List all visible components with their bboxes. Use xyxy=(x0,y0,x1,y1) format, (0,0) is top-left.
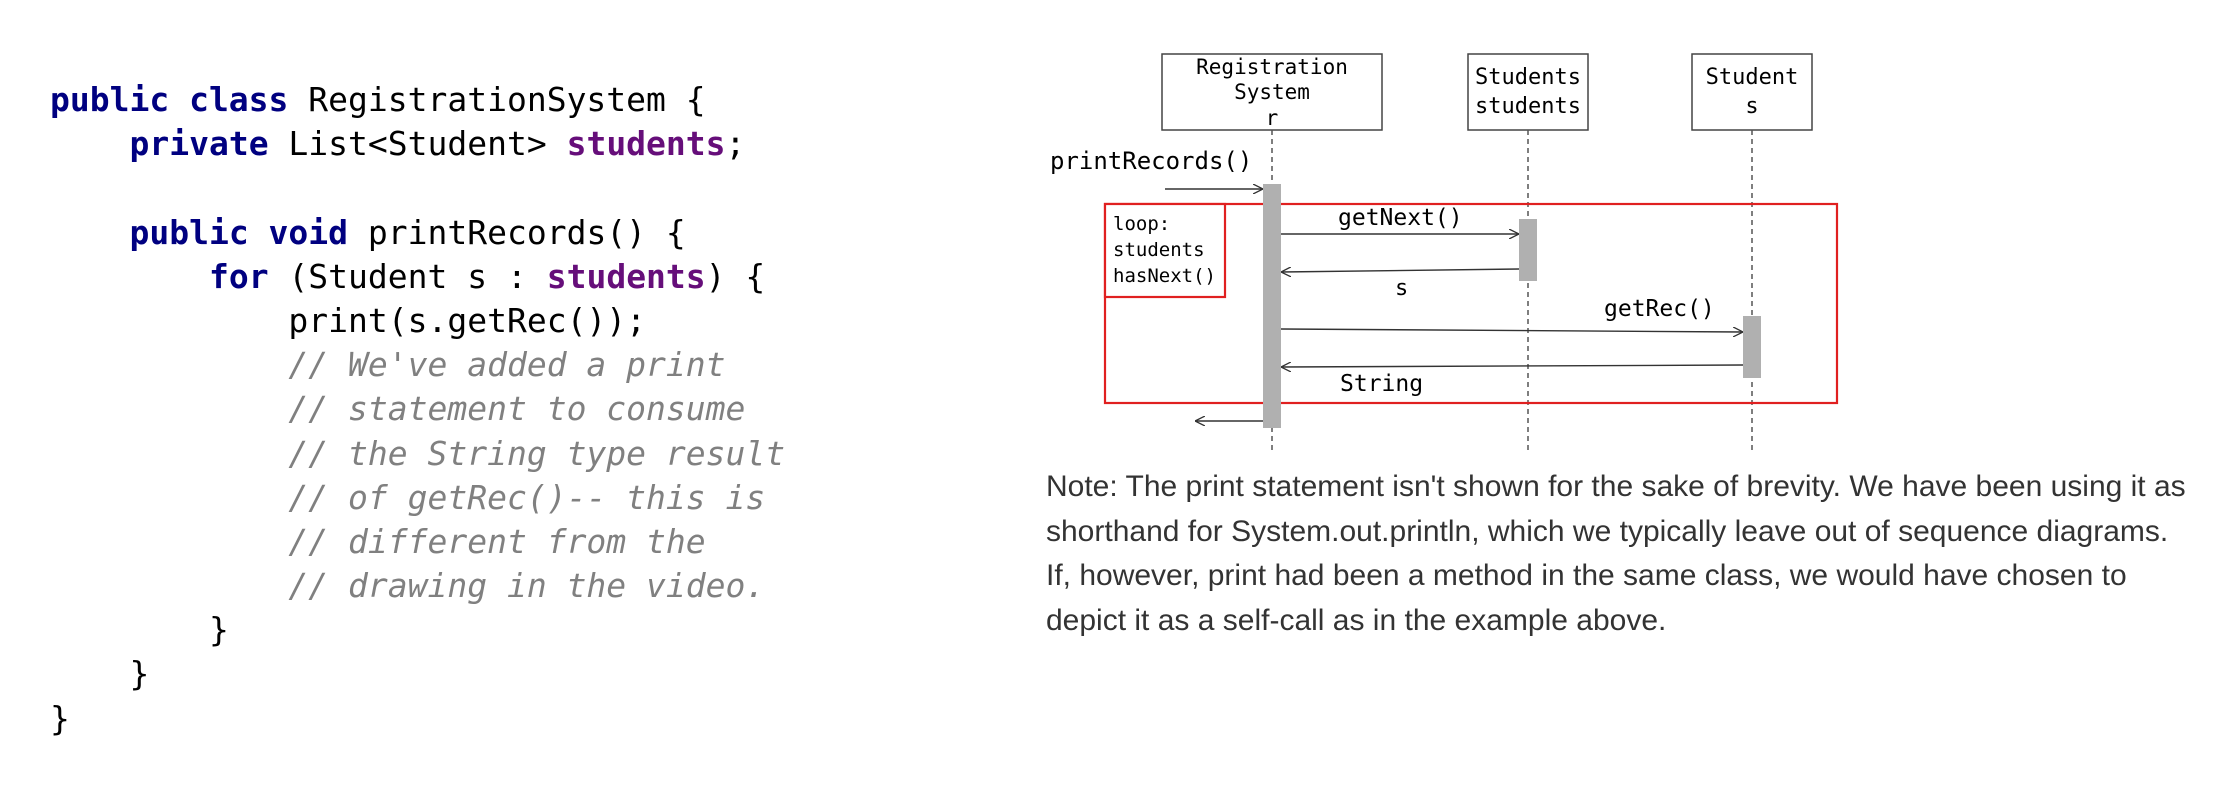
code-closing-brace: } xyxy=(50,697,785,741)
lifeline-registration-system: Registration System r xyxy=(1161,53,1383,131)
code-text: print(s.getRec()); xyxy=(288,300,647,340)
code-comment-line: // different from the xyxy=(50,520,785,564)
lifeline-class-label: Student xyxy=(1706,65,1799,90)
code-comment: // drawing in the video. xyxy=(288,566,766,606)
code-keyword: public class xyxy=(50,80,289,119)
lifeline-students-collection: Students students xyxy=(1467,53,1589,131)
code-comment: // of getRec()-- this is xyxy=(288,477,766,517)
return-label: String xyxy=(1340,371,1423,397)
code-comment: // We've added a print xyxy=(288,345,726,385)
code-text: printRecords() { xyxy=(348,212,686,252)
entry-message-label: printRecords() xyxy=(1050,147,1252,175)
code-text: } xyxy=(208,610,229,650)
code-comment: // different from the xyxy=(288,521,706,561)
lifeline-student: Student s xyxy=(1691,53,1813,131)
code-text: ) { xyxy=(705,256,766,296)
loop-label-line: hasNext() xyxy=(1113,265,1216,287)
code-line: public class RegistrationSystem { xyxy=(50,78,785,122)
lifeline-instance-label: students xyxy=(1475,94,1581,119)
code-text: List<Student> xyxy=(268,124,567,164)
code-comment-line: // the String type result xyxy=(50,432,785,476)
note-line: depict it as a self-call as in the examp… xyxy=(1046,603,1667,637)
activation-bar xyxy=(1519,219,1537,281)
code-comment-line: // of getRec()-- this is xyxy=(50,476,785,520)
code-field: students xyxy=(546,256,706,296)
code-field: students xyxy=(566,124,726,164)
code-line: print(s.getRec()); xyxy=(50,299,785,343)
note-line: shorthand for System.out.println, which … xyxy=(1046,514,2169,548)
return-arrow xyxy=(1281,269,1520,272)
code-line: public void printRecords() { xyxy=(50,211,785,255)
loop-label-line: students xyxy=(1113,239,1205,261)
code-text: RegistrationSystem { xyxy=(288,80,706,119)
lifeline-instance-label: r xyxy=(1266,106,1279,130)
code-text: } xyxy=(129,654,150,694)
code-comment-line: // statement to consume xyxy=(50,387,785,431)
lifeline-class-label: System xyxy=(1234,80,1310,104)
code-line: private List<Student> students; xyxy=(50,122,785,166)
code-text: (Student s : xyxy=(268,256,547,296)
code-keyword: public void xyxy=(129,212,349,252)
code-comment-line: // We've added a print xyxy=(50,343,785,387)
code-comment-line: // drawing in the video. xyxy=(50,564,785,608)
code-closing-brace: } xyxy=(50,652,785,696)
sequence-diagram: Registration System r Students students … xyxy=(1050,53,1839,452)
activation-bar xyxy=(1743,316,1761,378)
note-line: If, however, print had been a method in … xyxy=(1046,559,2127,592)
code-comment: // the String type result xyxy=(288,433,786,473)
message-arrow xyxy=(1280,329,1743,332)
code-closing-brace: } xyxy=(50,608,785,652)
code-text: ; xyxy=(725,124,746,164)
code-text: } xyxy=(50,698,70,738)
message-label: getRec() xyxy=(1604,296,1715,322)
loop-frame xyxy=(1103,202,1839,405)
lifeline-class-label: Registration xyxy=(1196,55,1348,79)
activation-bar xyxy=(1263,184,1281,428)
loop-label-box xyxy=(1103,202,1227,299)
code-blank-line xyxy=(50,166,785,210)
return-arrow xyxy=(1281,365,1744,367)
return-label: s xyxy=(1395,276,1408,301)
lifeline-class-label: Students xyxy=(1475,65,1581,90)
code-listing: public class RegistrationSystem { privat… xyxy=(50,78,785,741)
note-line: Note: The print statement isn't shown fo… xyxy=(1046,470,2186,503)
code-keyword: for xyxy=(208,256,269,296)
code-line: for (Student s : students) { xyxy=(50,255,785,299)
note-paragraph: Note: The print statement isn't shown fo… xyxy=(1046,465,2216,643)
code-comment: // statement to consume xyxy=(288,389,746,429)
lifeline-instance-label: s xyxy=(1745,94,1758,119)
code-keyword: private xyxy=(129,124,269,164)
loop-label-line: loop: xyxy=(1113,213,1170,235)
message-label: getNext() xyxy=(1338,205,1463,231)
